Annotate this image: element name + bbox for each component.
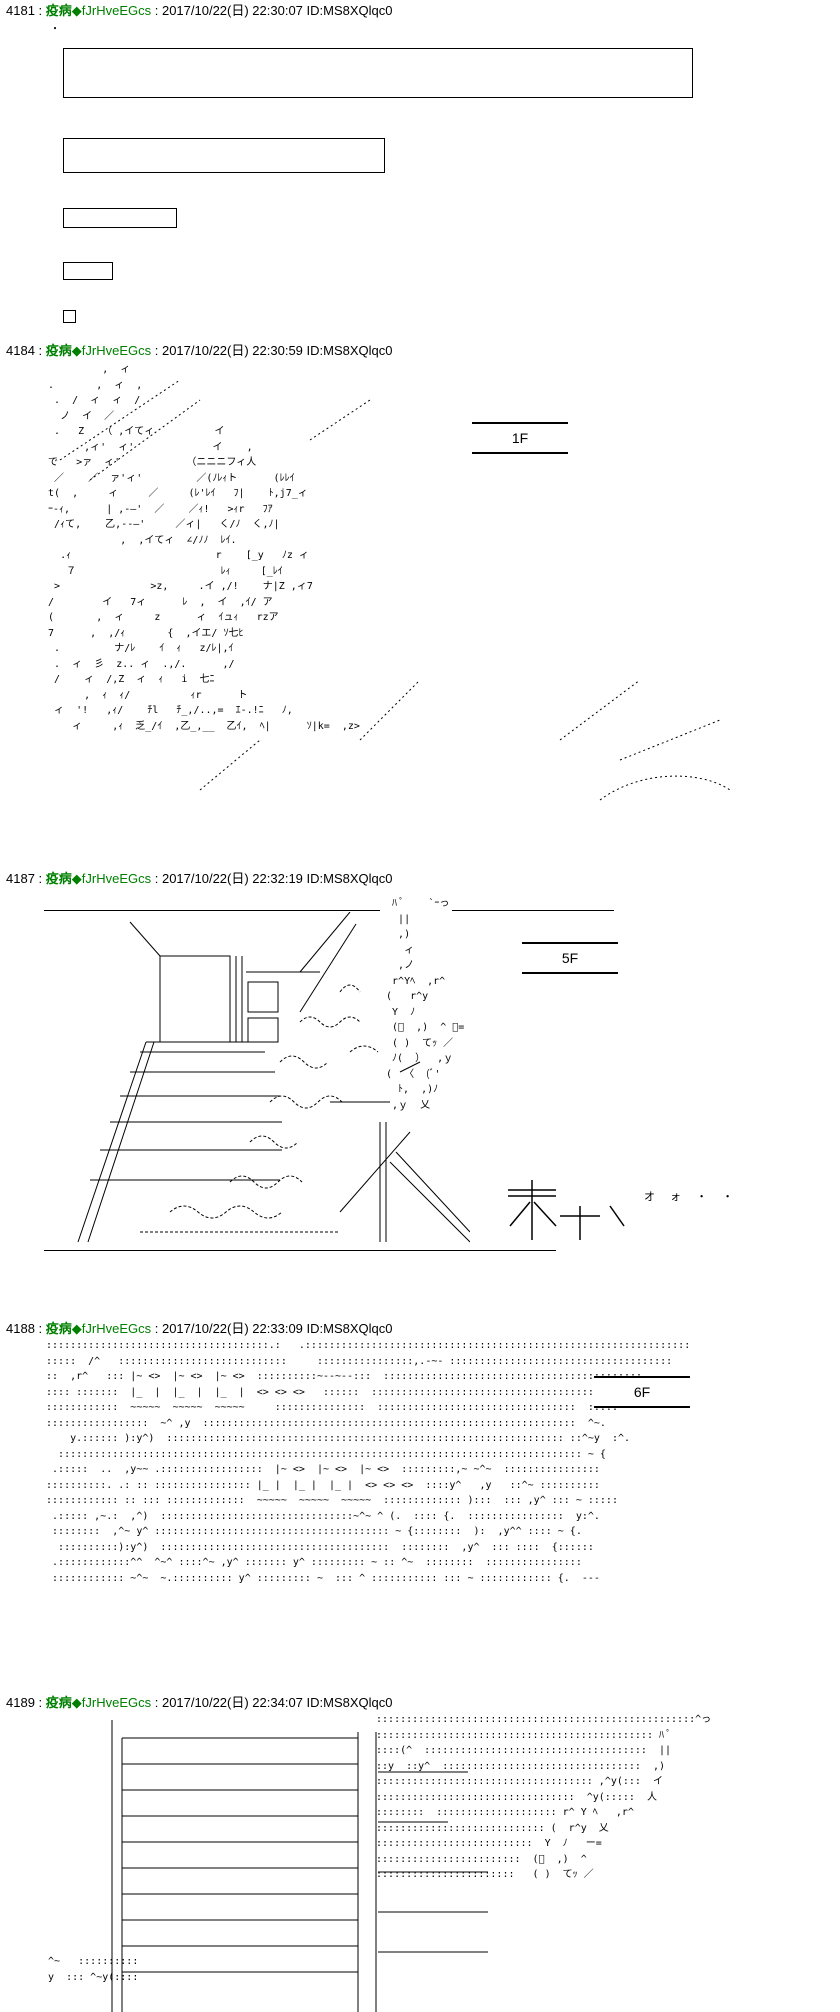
staircase-art (77, 912, 470, 1243)
poster-trip: ◆fJrHveEGcs (71, 1695, 152, 1710)
post-datetime: : 2017/10/22(日) 22:34:07 ID:MS8XQlqc0 (151, 1695, 393, 1710)
big-katakana-art (508, 1180, 625, 1240)
poster-trip: ◆fJrHveEGcs (71, 343, 152, 358)
post-number[interactable]: 4189 (6, 1695, 35, 1710)
top-rule-right (452, 910, 614, 911)
top-rule (44, 910, 380, 911)
shrinking-box-2 (63, 138, 385, 173)
post-header: 4188 : 疫病◆fJrHveEGcs : 2017/10/22(日) 22:… (6, 1321, 393, 1336)
ascii-art-bottom-left: ^~ :::::::::: y ::: ^~y(:::: (48, 1956, 139, 1983)
post-header: 4181 : 疫病◆fJrHveEGcs : 2017/10/22(日) 22:… (6, 3, 393, 18)
post-header: 4187 : 疫病◆fJrHveEGcs : 2017/10/22(日) 22:… (6, 871, 393, 886)
shrinking-box-3 (63, 208, 177, 228)
poster-name: 疫病 (45, 1321, 72, 1336)
floor-label-6f: 6F (594, 1376, 690, 1408)
post-datetime: : 2017/10/22(日) 22:33:09 ID:MS8XQlqc0 (151, 1321, 393, 1336)
shrinking-box-5 (63, 310, 76, 323)
post-datetime: : 2017/10/22(日) 22:30:07 ID:MS8XQlqc0 (151, 3, 393, 18)
post-number[interactable]: 4187 (6, 871, 35, 886)
wall-lines-art (111, 1720, 488, 2012)
ascii-art-dotted-field: :::::::::::::::::::::::::::::::::::::.: … (46, 1340, 691, 1584)
shrinking-box-1 (63, 48, 693, 98)
poster-name: 疫病 (45, 871, 72, 886)
floor-rule (44, 1250, 556, 1251)
sound-effect: オ ォ ・ ・ (644, 1191, 740, 1203)
post-number[interactable]: 4188 (6, 1321, 35, 1336)
poster-trip: ◆fJrHveEGcs (71, 3, 152, 18)
post-datetime: : 2017/10/22(日) 22:32:19 ID:MS8XQlqc0 (151, 871, 393, 886)
ascii-art-dotted-figure: ::::::::::::::::::::::::::::::::::::::::… (376, 1714, 712, 1880)
dot-mark: ・ (50, 24, 60, 35)
ascii-art-figure: ﾊ ﾟ `ｰっ || ,) ィ ,ノ r^Yﾍ ,r^ ( r^y Y ﾉ (ﾞ… (386, 898, 465, 1111)
post-header: 4184 : 疫病◆fJrHveEGcs : 2017/10/22(日) 22:… (6, 343, 393, 358)
post-number[interactable]: 4181 (6, 3, 35, 18)
poster-trip: ◆fJrHveEGcs (71, 1321, 152, 1336)
floor-label-1f: 1F (472, 422, 568, 454)
floor-label-5f: 5F (522, 942, 618, 974)
poster-name: 疫病 (45, 343, 72, 358)
post-header: 4189 : 疫病◆fJrHveEGcs : 2017/10/22(日) 22:… (6, 1695, 393, 1710)
post-number[interactable]: 4184 (6, 343, 35, 358)
post-datetime: : 2017/10/22(日) 22:30:59 ID:MS8XQlqc0 (151, 343, 393, 358)
shrinking-box-4 (63, 262, 113, 280)
ascii-art-collapse: , ィ . , ィ , . / ィ ィ / ノ イ ／ . Z （ ,イてィ イ… (48, 364, 360, 732)
poster-trip: ◆fJrHveEGcs (71, 871, 152, 886)
poster-name: 疫病 (45, 1695, 72, 1710)
poster-name: 疫病 (45, 3, 72, 18)
